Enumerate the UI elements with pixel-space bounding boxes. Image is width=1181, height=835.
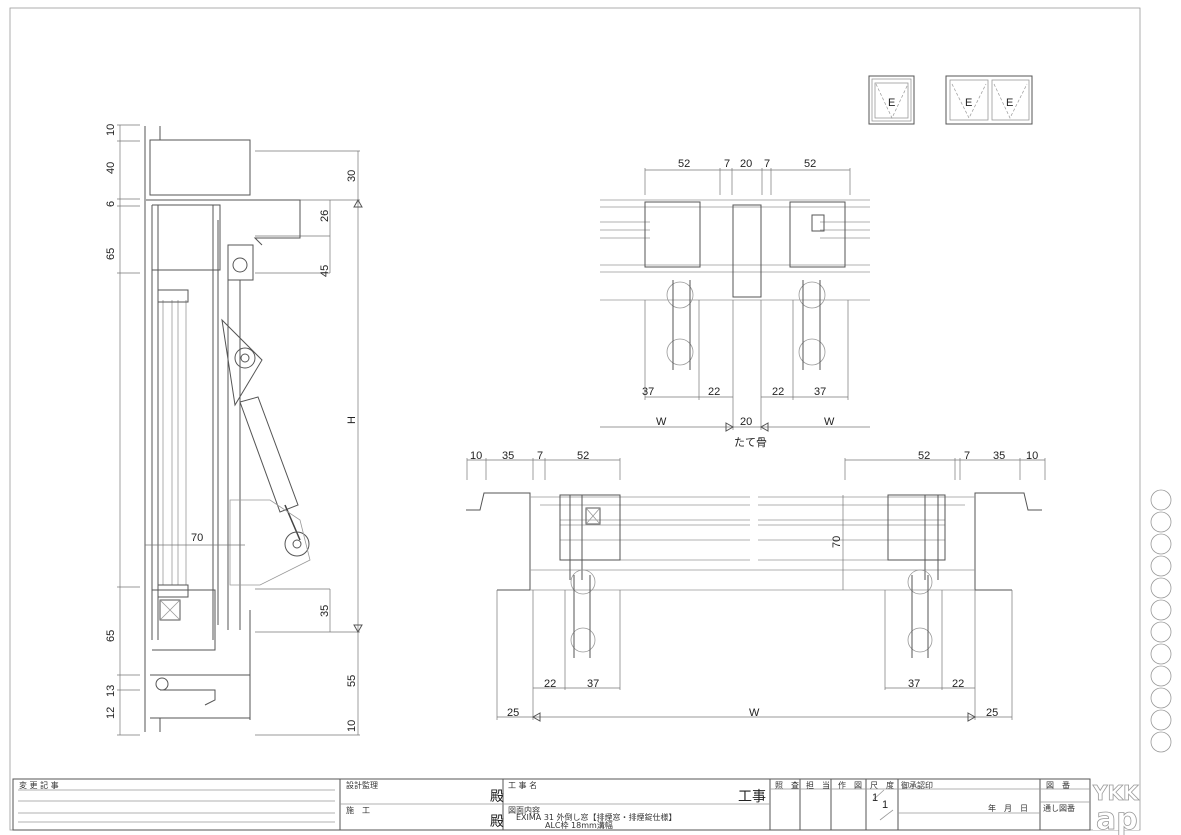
svg-text:45: 45 [319,265,331,277]
svg-text:26: 26 [319,210,331,222]
svg-text:35: 35 [319,605,331,617]
svg-text:10: 10 [1026,450,1038,462]
svg-text:E: E [888,97,895,109]
svg-text:殿: 殿 [490,814,504,830]
binding-holes [1150,489,1172,753]
svg-text:尺 度: 尺 度 [870,780,894,790]
svg-text:65: 65 [105,248,117,260]
svg-text:52: 52 [577,450,589,462]
svg-text:御承認印: 御承認印 [901,780,933,790]
svg-text:40: 40 [105,162,117,174]
svg-text:ALC枠 18mm溝幅: ALC枠 18mm溝幅 [545,820,613,830]
svg-text:22: 22 [952,678,964,690]
svg-text:年 月 日: 年 月 日 [988,803,1028,813]
svg-text:7: 7 [964,450,970,462]
svg-text:25: 25 [507,707,519,719]
svg-text:変 更 記 事: 変 更 記 事 [19,780,59,790]
svg-text:担 当: 担 当 [806,780,830,790]
mullion-section: 52 7 20 7 52 37 22 22 37 W 20 W たて骨 [600,158,870,449]
svg-text:22: 22 [544,678,556,690]
svg-text:照 査: 照 査 [775,780,799,790]
svg-text:たて骨: たて骨 [734,436,767,449]
svg-text:25: 25 [986,707,998,719]
svg-text:37: 37 [908,678,920,690]
svg-text:37: 37 [814,386,826,398]
svg-text:12: 12 [105,707,117,719]
svg-text:37: 37 [642,386,654,398]
svg-text:35: 35 [993,450,1005,462]
svg-text:1: 1 [882,799,888,811]
svg-text:作 図: 作 図 [838,780,862,790]
svg-text:22: 22 [708,386,720,398]
svg-text:YKK: YKK [1092,781,1140,805]
svg-text:35: 35 [502,450,514,462]
svg-text:図 番: 図 番 [1046,780,1070,790]
svg-text:55: 55 [346,675,358,687]
svg-text:ap: ap [1096,802,1138,835]
svg-text:EXIMA 31 外倒し窓【排煙窓・排煙錠仕様】: EXIMA 31 外倒し窓【排煙窓・排煙錠仕様】 [516,812,677,822]
single-window-icon: E [868,75,915,125]
svg-text:10: 10 [346,720,358,732]
svg-text:通し図番: 通し図番 [1043,803,1075,813]
svg-text:工事: 工事 [738,789,766,805]
svg-text:設計監理: 設計監理 [346,780,378,790]
svg-text:6: 6 [105,201,117,207]
drawing-border [9,7,1141,831]
svg-text:E: E [1006,97,1013,109]
svg-text:52: 52 [918,450,930,462]
ykk-ap-logo: YKK ap [1092,780,1140,835]
svg-text:70: 70 [831,536,843,548]
svg-text:W: W [824,416,835,428]
svg-text:殿: 殿 [490,789,504,805]
svg-text:W: W [749,707,760,719]
svg-text:37: 37 [587,678,599,690]
svg-text:7: 7 [764,158,770,170]
svg-text:施 工: 施 工 [346,805,370,815]
svg-text:20: 20 [740,416,752,428]
svg-text:7: 7 [724,158,730,170]
svg-text:工 事 名: 工 事 名 [508,780,537,790]
svg-text:E: E [965,97,972,109]
svg-text:20: 20 [740,158,752,170]
svg-text:図面内容: 図面内容 [508,805,540,815]
svg-text:65: 65 [105,630,117,642]
svg-text:52: 52 [678,158,690,170]
svg-text:22: 22 [772,386,784,398]
vertical-section: 70 10 40 6 65 65 13 12 30 26 45 35 55 10… [105,124,363,736]
svg-text:10: 10 [470,450,482,462]
svg-text:1: 1 [872,792,878,804]
svg-text:52: 52 [804,158,816,170]
double-window-icon: E E [945,75,1033,125]
svg-text:10: 10 [105,124,117,136]
svg-text:70: 70 [191,532,203,544]
svg-text:W: W [656,416,667,428]
svg-text:H: H [346,416,358,424]
svg-text:13: 13 [105,685,117,697]
title-block: 変 更 記 事 設計監理 殿 施 工 殿 工 事 名 工事 図面内容 EXIMA… [12,778,1091,831]
svg-text:30: 30 [346,170,358,182]
svg-text:7: 7 [537,450,543,462]
horizontal-section: 10 35 7 52 52 7 35 10 70 22 37 37 22 25 … [466,450,1046,722]
